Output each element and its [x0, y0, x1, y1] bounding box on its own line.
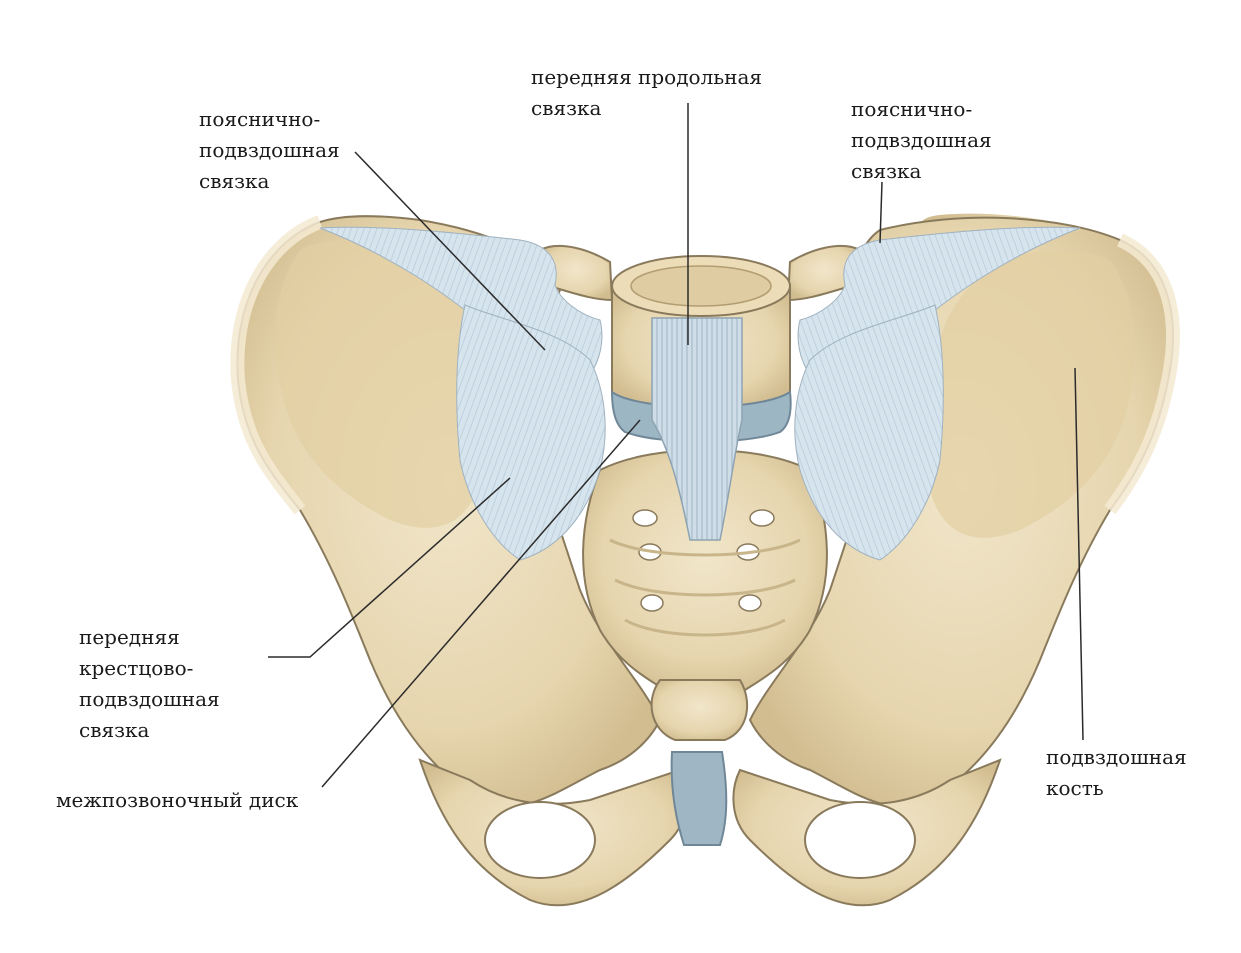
leader-intervertebral-disc: [321, 419, 641, 788]
left-iliac-crest: [230, 215, 323, 515]
sacral-foramen: [738, 594, 762, 612]
left-anterior-sacroiliac-ligament-shape: [456, 304, 606, 561]
sacral-foramen: [632, 509, 658, 527]
leader-ilium: [1074, 367, 1084, 741]
leader-iliolumbar-left: [354, 151, 546, 351]
leader-iliolumbar-right: [879, 181, 883, 244]
label-iliolumbar-ligament-right: пояснично- подвздошная связка: [851, 97, 992, 183]
left-iliac-fossa: [275, 240, 485, 528]
label-intervertebral-disc: межпозвоночный диск: [56, 788, 299, 812]
sacral-foramen: [640, 594, 664, 612]
pubic-symphysis: [670, 751, 728, 846]
label-ilium: подвздошная кость: [1046, 745, 1187, 800]
label-anterior-sacroiliac-ligament: передняя крестцово- подвздошная связка: [79, 625, 220, 742]
leader-anterior-sacroiliac: [268, 477, 511, 658]
right-iliac-crest: [1104, 233, 1180, 515]
coccyx: [650, 679, 748, 741]
anterior-longitudinal-ligament-shape: [651, 317, 743, 541]
right-iliac-fossa: [925, 250, 1135, 538]
right-anterior-sacroiliac-ligament-shape: [794, 304, 944, 561]
sacral-foramen: [749, 509, 775, 527]
right-obturator-foramen: [804, 801, 916, 879]
label-anterior-longitudinal-ligament: передняя продольная связка: [531, 65, 763, 120]
label-iliolumbar-ligament-left: пояснично- подвздошная связка: [199, 107, 340, 193]
left-obturator-foramen: [484, 801, 596, 879]
